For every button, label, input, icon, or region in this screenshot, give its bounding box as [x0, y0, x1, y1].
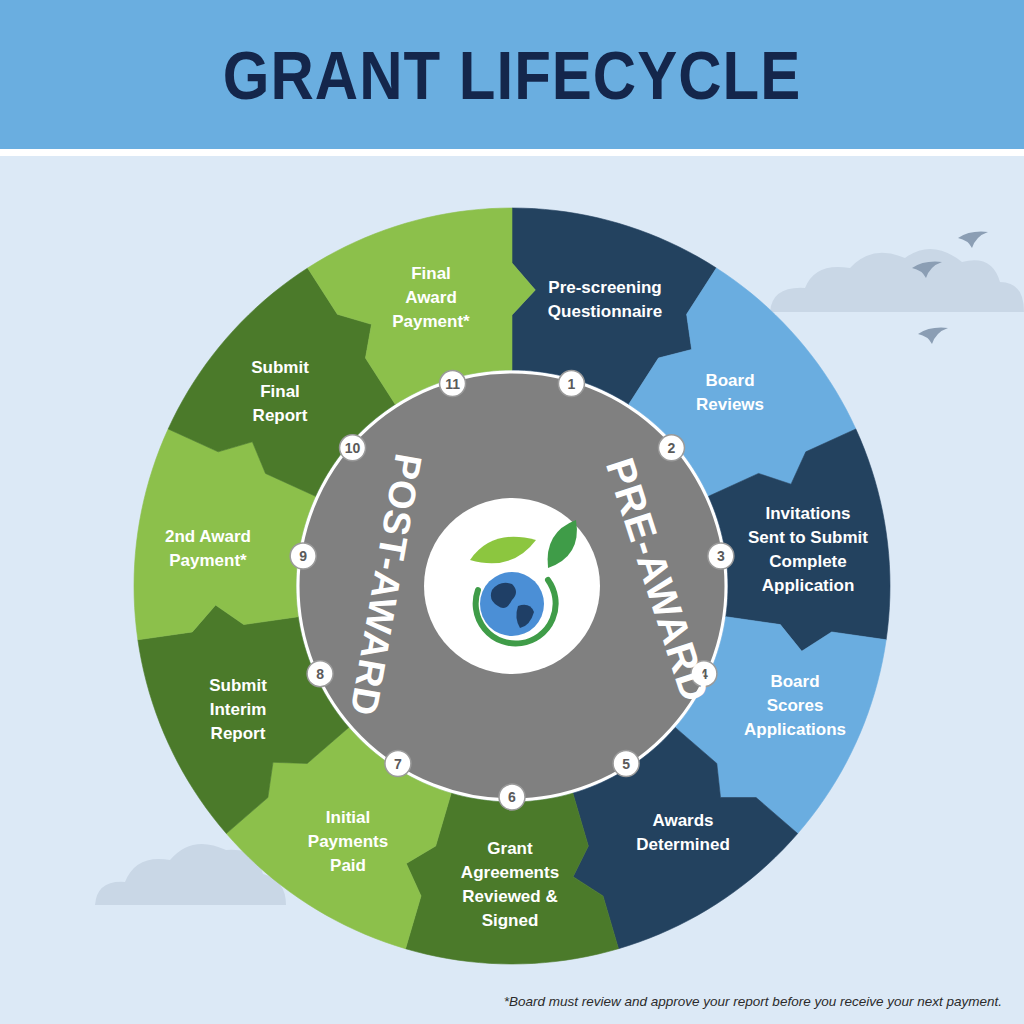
step-text: Board Reviews: [683, 369, 778, 417]
step-number: 9: [299, 549, 307, 563]
step-text: 2nd Award Payment*: [156, 525, 261, 573]
step-text: Grant Agreements Reviewed & Signed: [456, 837, 564, 933]
title-area: GRANT LIFECYCLE: [0, 0, 1024, 150]
phase-label: PRE-AWARD: [600, 453, 716, 706]
segment-label: Invitations Sent to Submit Complete Appl…: [745, 502, 871, 598]
step-number: 5: [622, 757, 630, 771]
segment-label: Board Scores Applications: [743, 670, 848, 742]
globe-continent: [516, 605, 534, 628]
bird: [912, 262, 942, 278]
hub-circle: [424, 498, 600, 674]
process-segment: Final Award Payment*: [307, 208, 536, 405]
step-badge: [558, 371, 584, 397]
step-number: 8: [316, 667, 324, 681]
step-number: 2: [668, 441, 676, 455]
step-number: 1: [568, 377, 576, 391]
step-badge: [385, 751, 411, 777]
title-text: GRANT LIFECYCLE: [223, 35, 801, 114]
step-badge: [499, 784, 525, 810]
logo-arc: [476, 580, 556, 644]
step-text: Board Scores Applications: [743, 670, 848, 742]
step-badge: [708, 543, 734, 569]
step-badge: [440, 371, 466, 397]
step-text: Submit Interim Report: [191, 674, 286, 746]
title-band: [0, 0, 1024, 149]
segment-label: 2nd Award Payment*: [156, 525, 261, 573]
globe: [480, 572, 544, 636]
step-text: Pre-screening Questionnaire: [546, 276, 664, 324]
step-number: 11: [445, 377, 460, 391]
segment-label: Grant Agreements Reviewed & Signed: [456, 837, 564, 933]
process-segment: Submit Interim Report: [137, 605, 349, 834]
logo-leaf: [548, 520, 577, 568]
step-text: Submit Final Report: [235, 356, 325, 428]
segment-shape: [308, 208, 536, 404]
cloud: [770, 249, 1024, 312]
phase-ring: [298, 372, 726, 800]
segment-label: Awards Determined: [628, 809, 738, 857]
caption-area: *Board must review and approve your repo…: [504, 994, 1002, 1009]
step-text: Initial Payments Paid: [301, 806, 396, 878]
footnote-text: *Board must review and approve your repo…: [504, 994, 1002, 1009]
step-badge: [613, 751, 639, 777]
segment-label: Submit Final Report: [235, 356, 325, 428]
step-text: Invitations Sent to Submit Complete Appl…: [745, 502, 871, 598]
segment-label: Initial Payments Paid: [301, 806, 396, 878]
step-badge: [658, 435, 684, 461]
segment-label: Pre-screening Questionnaire: [546, 276, 664, 324]
step-number: 10: [345, 441, 361, 455]
step-text: Awards Determined: [628, 809, 738, 857]
step-number: 6: [508, 790, 516, 804]
segment-outline: [137, 605, 349, 834]
step-badge: [307, 661, 333, 687]
segment-shape: [138, 605, 349, 833]
step-badge: [340, 435, 366, 461]
segment-label: Final Award Payment*: [386, 262, 476, 334]
bird: [918, 328, 948, 344]
step-number: 7: [394, 757, 402, 771]
globe-continent: [491, 583, 516, 608]
bird: [958, 232, 988, 248]
title-rule: [0, 149, 1024, 156]
step-number: 3: [717, 549, 725, 563]
phase-label: POST-AWARD: [344, 451, 428, 719]
logo-leaf: [470, 537, 536, 564]
step-text: Final Award Payment*: [386, 262, 476, 334]
segment-label: Board Reviews: [683, 369, 778, 417]
step-badge: [290, 543, 316, 569]
segment-label: Submit Interim Report: [191, 674, 286, 746]
